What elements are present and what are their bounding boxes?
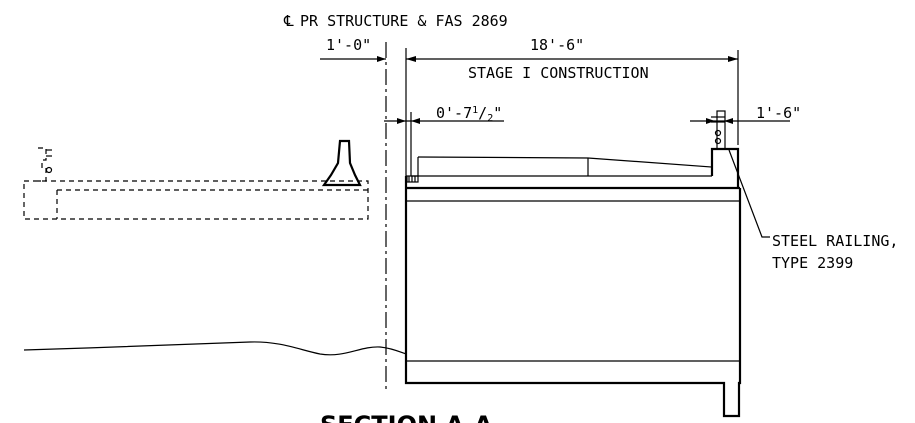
railing-note-line1: STEEL RAILING, <box>772 232 898 250</box>
centerline-callout: ℄ PR STRUCTURE & FAS 2869 <box>283 12 508 30</box>
existing-railing-post <box>38 147 53 182</box>
dim-rail-text: 1'-6" <box>756 104 801 122</box>
dim-left-offset: 1'-0" <box>320 36 407 180</box>
steel-railing-post <box>711 110 726 150</box>
ground-line <box>23 341 407 356</box>
dim-rail: 1'-6" <box>690 104 801 124</box>
stage-label: STAGE I CONSTRUCTION <box>468 64 649 82</box>
centerline-symbol: ℄ <box>283 12 294 30</box>
section-title: SECTION A-A <box>320 411 493 423</box>
dim-left-offset-text: 1'-0" <box>326 36 371 54</box>
concrete-barrier <box>321 139 362 187</box>
new-structure <box>404 147 742 418</box>
existing-structure <box>23 147 369 220</box>
dim-stage-width: 18'-6" STAGE I CONSTRUCTION <box>406 36 739 145</box>
centerline-label: PR STRUCTURE & FAS 2869 <box>300 12 508 30</box>
dim-stage-width-text: 18'-6" <box>530 36 584 54</box>
railing-note: STEEL RAILING, TYPE 2399 <box>728 149 898 272</box>
railing-note-line2: TYPE 2399 <box>772 254 853 272</box>
dim-curb: 0'-71/2" <box>384 104 504 176</box>
dim-curb-text: 0'-71/2" <box>436 104 502 124</box>
